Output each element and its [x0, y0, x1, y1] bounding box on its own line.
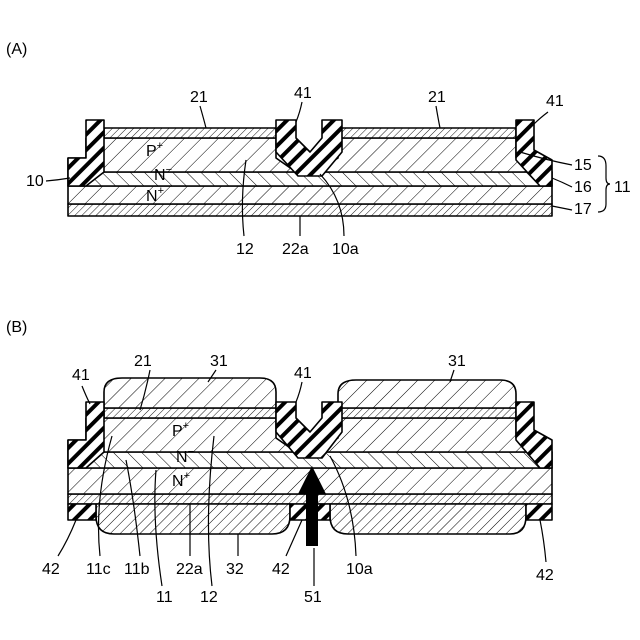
- ref-32: 32: [226, 561, 244, 578]
- ref-22a: 22a: [176, 561, 203, 578]
- insulating-film-41-left: [68, 120, 104, 186]
- ref-12: 12: [200, 589, 218, 606]
- ref-22a: 22a: [282, 241, 309, 258]
- lower-metal-32-right: [330, 504, 526, 534]
- ref-10a: 10a: [332, 241, 359, 258]
- panel-a-letter: (A): [6, 41, 27, 58]
- ref-42-right: 42: [536, 567, 554, 584]
- ref-17: 17: [574, 201, 592, 218]
- insulating-film-42-left: [68, 504, 96, 520]
- ref-11b: 11b: [124, 561, 150, 578]
- ref-31-right: 31: [448, 353, 466, 370]
- top-electrode-21-right: [338, 128, 516, 138]
- ref-51: 51: [304, 589, 322, 606]
- top-electrode-21-left: [104, 408, 276, 418]
- ref-31-left: 31: [210, 353, 228, 370]
- panel-b-letter: (B): [6, 319, 27, 336]
- ref-10: 10: [26, 173, 44, 190]
- ref-21-left: 21: [190, 89, 208, 106]
- upper-metal-31-right: [338, 380, 516, 408]
- ref-11: 11: [156, 589, 173, 606]
- ref-41-left: 41: [72, 367, 90, 384]
- ref-21-right: 21: [428, 89, 446, 106]
- ref-41-right: 41: [546, 93, 564, 110]
- panel-b: (B) P+ N−: [6, 319, 554, 606]
- ref-41-middle: 41: [294, 365, 312, 382]
- ref-42-middle: 42: [272, 561, 290, 578]
- ref-10a: 10a: [346, 561, 373, 578]
- ref-41-middle: 41: [294, 85, 312, 102]
- brace-11: [598, 156, 610, 212]
- ref-12: 12: [236, 241, 254, 258]
- ref-11: 11: [614, 179, 631, 196]
- insulating-film-42-right: [526, 504, 552, 520]
- ref-42-left: 42: [42, 561, 60, 578]
- bottom-electrode-22a: [68, 204, 552, 216]
- lower-metal-32-left: [96, 504, 290, 534]
- ref-15: 15: [574, 157, 592, 174]
- n-plus-layer-17: [68, 186, 552, 204]
- ref-16: 16: [574, 179, 592, 196]
- ref-11c: 11c: [86, 561, 111, 578]
- top-electrode-21-left: [104, 128, 276, 138]
- panel-a: (A) P+ N− N+ 21 41 21 41: [6, 41, 631, 258]
- upper-metal-31-left: [104, 378, 276, 408]
- top-electrode-21-right: [338, 408, 516, 418]
- ref-21: 21: [134, 353, 152, 370]
